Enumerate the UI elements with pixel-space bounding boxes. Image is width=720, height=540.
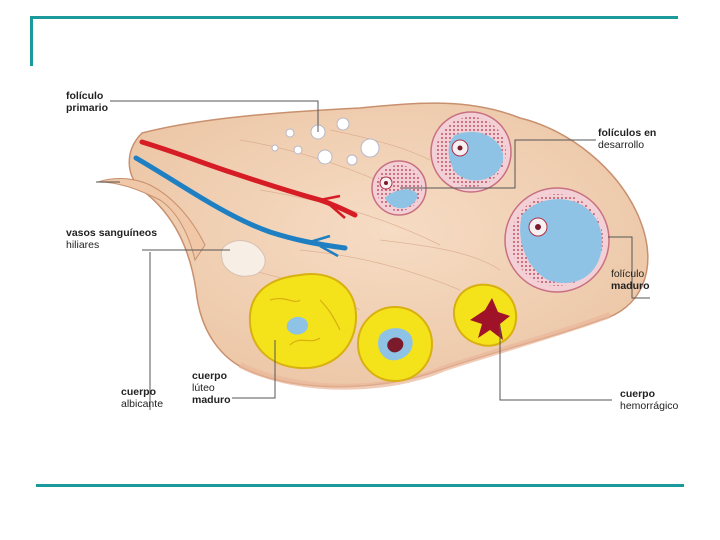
- label-text: lúteo: [192, 382, 215, 394]
- label-text: hemorrágico: [620, 400, 679, 412]
- label-text: cuerpo: [620, 388, 656, 400]
- label-text: folículos en: [598, 127, 657, 139]
- corpus-luteum-second: [357, 306, 433, 382]
- label-text: maduro: [192, 394, 231, 406]
- label-text: cuerpo: [121, 386, 157, 398]
- label-text: hiliares: [66, 239, 100, 251]
- corpus-albicans: [220, 240, 266, 277]
- frame-top-line: [30, 16, 678, 19]
- label-text: albicante: [121, 398, 164, 410]
- developing-follicle-large: [430, 111, 512, 193]
- label-text: primario: [66, 102, 109, 114]
- ovary-surface-rim: [238, 312, 612, 390]
- label-text: maduro: [611, 280, 650, 292]
- label-text: folículo: [611, 268, 645, 280]
- vein-branch: [309, 234, 339, 258]
- hilum-tissue: [97, 177, 206, 262]
- leader-lines: [96, 100, 650, 410]
- label-text: vasos sanguíneos: [66, 227, 158, 239]
- label-text: folículo: [66, 90, 104, 102]
- artery-branch: [319, 194, 346, 219]
- label-text: desarrollo: [598, 139, 645, 151]
- frame-left-line: [30, 16, 33, 66]
- artery-vessel: [139, 139, 358, 218]
- corpus-luteum-mature: [248, 273, 358, 370]
- corpus-hemorrhagicum: [453, 283, 518, 347]
- label-text: cuerpo: [192, 370, 228, 382]
- frame-bottom-line: [36, 484, 684, 487]
- mature-follicle: [504, 187, 610, 293]
- vein-vessel: [133, 155, 348, 251]
- developing-follicle-small: [371, 160, 427, 216]
